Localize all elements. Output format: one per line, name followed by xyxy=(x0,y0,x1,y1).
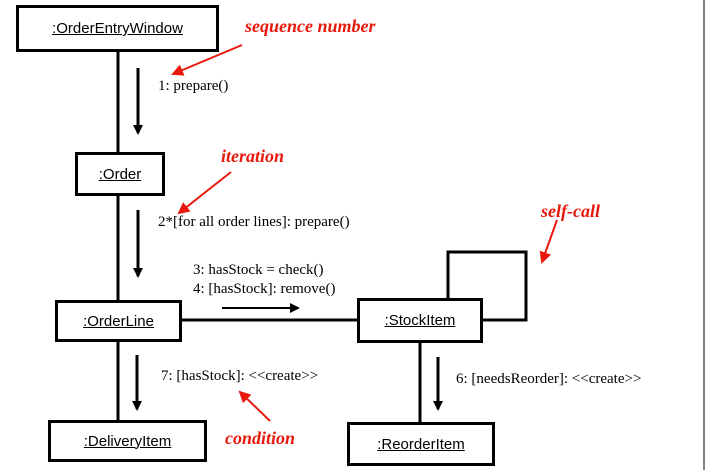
annotation-arrow-sequence-number xyxy=(171,44,243,76)
message-label-4: 4: [hasStock]: remove() xyxy=(193,281,336,297)
object-label: :Order xyxy=(98,165,142,183)
object-order-entry-window: :OrderEntryWindow xyxy=(16,5,219,52)
annotation-condition: condition xyxy=(225,428,296,448)
self-call-link xyxy=(446,250,528,322)
object-order: :Order xyxy=(75,152,165,196)
object-delivery-item: :DeliveryItem xyxy=(48,420,207,462)
message-label-2: 2*[for all order lines]: prepare() xyxy=(158,214,350,230)
object-stock-item: :StockItem xyxy=(357,298,483,343)
object-label: :OrderEntryWindow xyxy=(52,20,183,37)
object-label: :ReorderItem xyxy=(377,435,465,453)
annotation-arrow-iteration xyxy=(177,171,232,215)
object-label: :OrderLine xyxy=(83,312,154,330)
object-reorder-item: :ReorderItem xyxy=(347,422,495,466)
message-label-6: 6: [needsReorder]: <<create>> xyxy=(456,371,642,387)
object-label: :StockItem xyxy=(384,312,456,329)
message-label-1: 1: prepare() xyxy=(158,78,229,94)
object-order-line: :OrderLine xyxy=(55,300,182,342)
annotation-iteration: iteration xyxy=(221,146,285,166)
annotation-arrow-self-call xyxy=(539,219,558,264)
object-label: :DeliveryItem xyxy=(83,432,172,450)
annotation-sequence-number: sequence number xyxy=(245,16,376,36)
annotation-arrow-condition xyxy=(238,390,271,422)
message-label-7: 7: [hasStock]: <<create>> xyxy=(161,368,319,384)
annotation-self-call: self-call xyxy=(541,201,600,221)
message-label-3: 3: hasStock = check() xyxy=(193,262,324,278)
